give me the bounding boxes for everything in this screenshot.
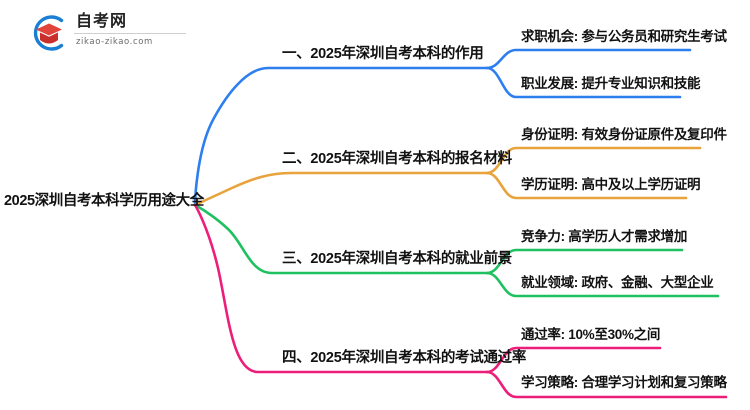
logo-text: 自考网 zikao-zikao.com [74, 12, 186, 49]
branch-label-3[interactable]: 三、2025年深圳自考本科的就业前景 [282, 251, 512, 267]
graduation-cap-icon [33, 15, 64, 51]
mindmap-root-label[interactable]: 2025深圳自考本科学历用途大全 [4, 193, 204, 209]
branch-label-1[interactable]: 一、2025年深圳自考本科的作用 [282, 46, 484, 62]
branch-label-4[interactable]: 四、2025年深圳自考本科的考试通过率 [282, 350, 527, 366]
branch-1-connectors [193, 48, 692, 207]
leaf-label-3-1[interactable]: 竞争力: 高学历人才需求增加 [521, 229, 688, 244]
leaf-label-1-2[interactable]: 职业发展: 提升专业知识和技能 [521, 76, 701, 91]
site-logo[interactable]: 自考网 zikao-zikao.com [28, 10, 188, 56]
logo-name: 自考网 [74, 12, 186, 34]
branch-4-connectors [193, 203, 728, 399]
leaf-label-2-2[interactable]: 学历证明: 高中及以上学历证明 [521, 177, 701, 192]
branch-3-connectors [193, 203, 720, 298]
leaf-label-4-1[interactable]: 通过率: 10%至30%之间 [521, 327, 661, 342]
branch-label-2[interactable]: 二、2025年深圳自考本科的报名材料 [282, 151, 512, 167]
logo-domain: zikao-zikao.com [76, 37, 153, 47]
leaf-label-3-2[interactable]: 就业领域: 政府、金融、大型企业 [521, 275, 714, 290]
leaf-label-1-1[interactable]: 求职机会: 参与公务员和研究生考试 [521, 29, 727, 44]
branch-2-connectors [193, 146, 702, 207]
leaf-label-2-1[interactable]: 身份证明: 有效身份证原件及复印件 [521, 127, 727, 142]
leaf-label-4-2[interactable]: 学习策略: 合理学习计划和复习策略 [521, 375, 727, 390]
